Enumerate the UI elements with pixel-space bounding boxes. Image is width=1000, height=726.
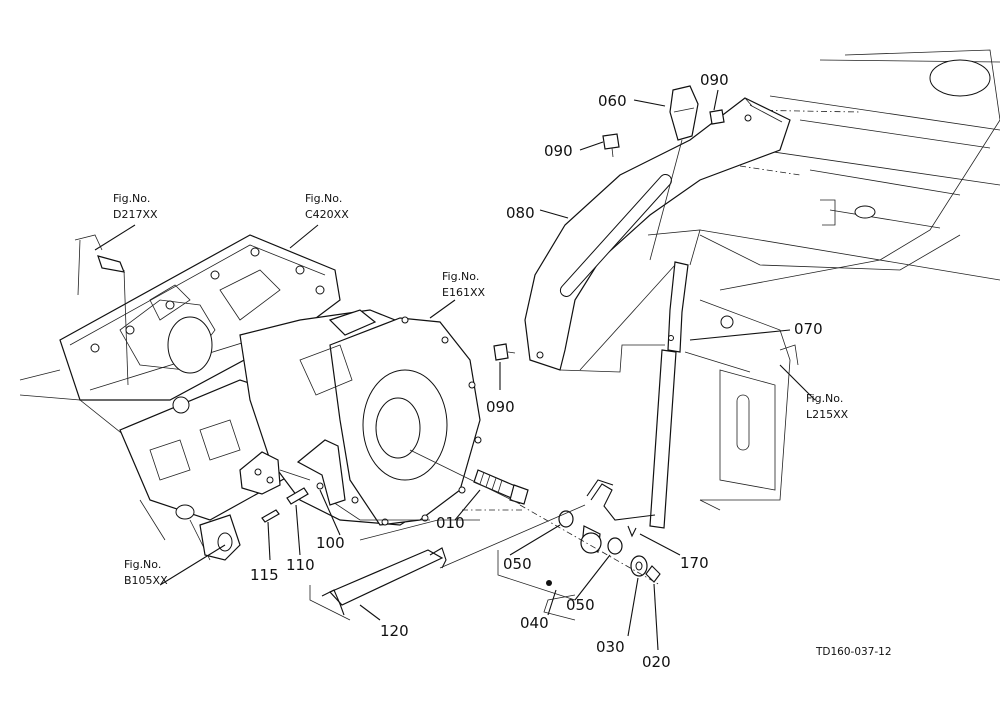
part-label-050[interactable]: 050 — [503, 555, 532, 573]
part-label-090[interactable]: 090 — [544, 142, 573, 160]
part-label-060[interactable]: 060 — [598, 92, 627, 110]
part-label-090[interactable]: 090 — [486, 398, 515, 416]
collar-040-drawing — [546, 525, 602, 586]
fig-code: D217XX — [113, 208, 158, 221]
fig-caption: Fig.No. — [806, 392, 843, 405]
fig-caption: Fig.No. — [442, 270, 479, 283]
floor-panel-drawing — [699, 49, 1000, 501]
pin-110-drawing — [286, 487, 309, 505]
shaft-010-drawing — [473, 469, 529, 505]
fig-code: E161XX — [442, 286, 485, 299]
part-label-070[interactable]: 070 — [794, 320, 823, 338]
pin-170-drawing — [627, 525, 637, 538]
plate-100-drawing — [239, 439, 346, 506]
part-label-110[interactable]: 110 — [286, 556, 315, 574]
fig-code: B105XX — [124, 574, 168, 587]
part-label-115[interactable]: 115 — [250, 566, 279, 584]
rod-120-drawing — [321, 547, 447, 616]
part-label-080[interactable]: 080 — [506, 204, 535, 222]
lever-rod-070-drawing — [586, 261, 689, 529]
figure-reference-e161xx[interactable]: Fig.No. E161XX — [442, 270, 485, 299]
fig-caption: Fig.No. — [305, 192, 342, 205]
part-label-100[interactable]: 100 — [316, 534, 345, 552]
clutch-housing-drawing — [239, 309, 482, 526]
fig-caption: Fig.No. — [124, 558, 161, 571]
part-label-040[interactable]: 040 — [520, 614, 549, 632]
figure-reference-l215xx[interactable]: Fig.No. L215XX — [806, 392, 849, 421]
callout-lines — [94, 89, 816, 651]
leader-lines — [309, 264, 751, 621]
part-callouts: 060 090 090 080 070 090 010 100 110 115 … — [250, 71, 823, 671]
figure-reference-d217xx[interactable]: Fig.No. D217XX — [113, 192, 158, 221]
figure-reference-c420xx[interactable]: Fig.No. C420XX — [305, 192, 349, 221]
part-label-010[interactable]: 010 — [436, 514, 465, 532]
knob-060-drawing — [649, 85, 699, 261]
bolts-090-drawing — [493, 109, 725, 361]
part-label-020[interactable]: 020 — [642, 653, 671, 671]
part-label-050[interactable]: 050 — [566, 596, 595, 614]
part-label-090[interactable]: 090 — [700, 71, 729, 89]
part-label-170[interactable]: 170 — [680, 554, 709, 572]
fig-caption: Fig.No. — [113, 192, 150, 205]
fig-code: C420XX — [305, 208, 349, 221]
part-label-120[interactable]: 120 — [380, 622, 409, 640]
washer-030-drawing — [630, 555, 648, 577]
part-label-030[interactable]: 030 — [596, 638, 625, 656]
bracket-080-drawing — [524, 97, 791, 371]
fig-code: L215XX — [806, 408, 849, 421]
clip-020-drawing — [645, 565, 661, 583]
drawing-code: TD160-037-12 — [815, 646, 892, 658]
pin-115-drawing — [261, 509, 280, 523]
figure-reference-b105xx[interactable]: Fig.No. B105XX — [124, 558, 168, 587]
